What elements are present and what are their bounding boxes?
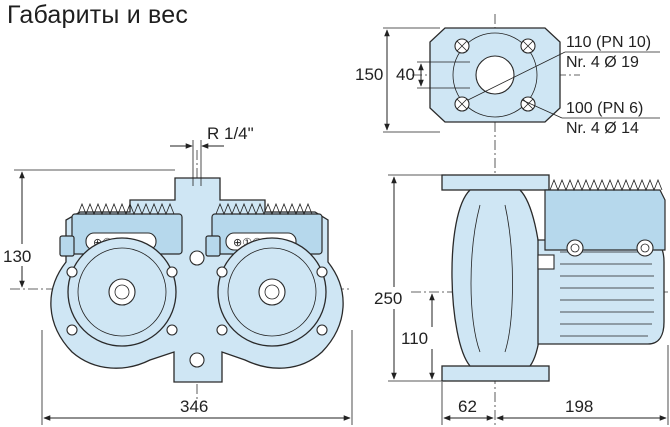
side-flange-top <box>441 174 550 191</box>
page-title: Габариты и вес <box>7 1 189 29</box>
side-terminal-box <box>544 189 666 251</box>
dim-side-right: 198 <box>565 397 593 416</box>
dim-side-height: 250 <box>374 289 402 308</box>
flange-pn6-holes: Nr. 4 Ø 14 <box>566 120 639 137</box>
dim-front-height: 130 <box>3 247 31 266</box>
flange-view: 150 40 110 (PN 10) Nr. 4 Ø 19 100 (PN 6)… <box>355 14 660 427</box>
front-view: ⊕①②③ ⊕①②③ <box>2 124 353 425</box>
connection-label: R 1/4" <box>207 124 254 143</box>
cable-gland <box>59 235 75 257</box>
bolt-hole <box>454 96 470 112</box>
bolt-hole <box>520 96 536 112</box>
dim-flange-height: 150 <box>355 65 383 84</box>
motor-left <box>67 237 177 347</box>
dim-front-width: 346 <box>180 397 208 416</box>
dim-side-left: 62 <box>458 397 477 416</box>
bolt-hole <box>454 38 470 54</box>
dim-axis-height: 110 <box>401 329 428 348</box>
flange-pn6-label: 100 (PN 6) <box>566 100 643 117</box>
dim-bolt-offset: 40 <box>396 65 415 84</box>
flange-pn10-holes: Nr. 4 Ø 19 <box>566 54 639 71</box>
motor-right <box>217 237 327 347</box>
side-pump-casing <box>451 189 543 367</box>
side-flange-bottom <box>441 365 550 382</box>
bolt-hole <box>520 38 536 54</box>
cable-gland <box>205 235 221 257</box>
side-view: 250 110 62 198 <box>373 174 669 425</box>
flange-pn10-label: 110 (PN 10) <box>566 34 651 51</box>
